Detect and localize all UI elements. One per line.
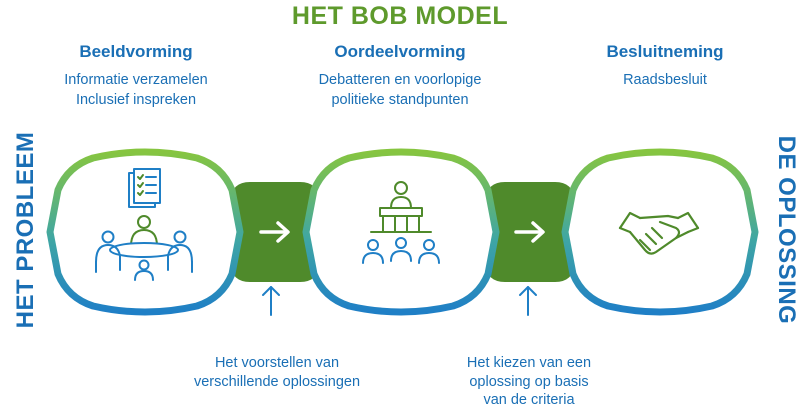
caption-line: oplossing op basis xyxy=(469,373,589,390)
phase-besluitneming: Besluitneming Raadsbesluit xyxy=(545,42,785,90)
handshake-icon xyxy=(618,211,700,255)
caption-line: verschillende oplossingen xyxy=(193,373,361,390)
phase-description-line: Inclusief inspreken xyxy=(75,92,197,108)
caption-line: Het kiezen van een xyxy=(466,355,592,371)
phase-description-line: Debatteren en voorlopige xyxy=(318,72,482,88)
phase-oordeelvorming: Oordeelvorming Debatteren en voorlopige … xyxy=(280,42,520,110)
podium-audience-icon xyxy=(362,181,440,264)
phase-title: Besluitneming xyxy=(606,42,724,61)
phase-title: Oordeelvorming xyxy=(334,42,466,61)
phase-beeldvorming: Beeldvorming Informatie verzamelen Inclu… xyxy=(16,42,256,110)
connector-caption-2: Het kiezen van een oplossing op basis va… xyxy=(409,354,649,410)
arrow-up-icon xyxy=(262,286,280,316)
phase-shape-3 xyxy=(561,148,759,316)
phase-description-line: Raadsbesluit xyxy=(623,72,707,88)
page-title: HET BOB MODEL xyxy=(291,2,509,30)
arrow-right-icon xyxy=(259,221,290,243)
meeting-clipboard-icon xyxy=(95,168,193,281)
arrow-right-icon xyxy=(514,221,545,243)
caption-line: van de criteria xyxy=(483,392,575,408)
connector-caption-1: Het voorstellen van verschillende oploss… xyxy=(157,354,397,391)
phase-title: Beeldvorming xyxy=(79,42,193,61)
caption-line: Het voorstellen van xyxy=(214,355,340,371)
arrow-up-icon xyxy=(519,286,537,316)
phase-description-line: politieke standpunten xyxy=(331,92,469,108)
phase-description-line: Informatie verzamelen xyxy=(64,72,208,88)
